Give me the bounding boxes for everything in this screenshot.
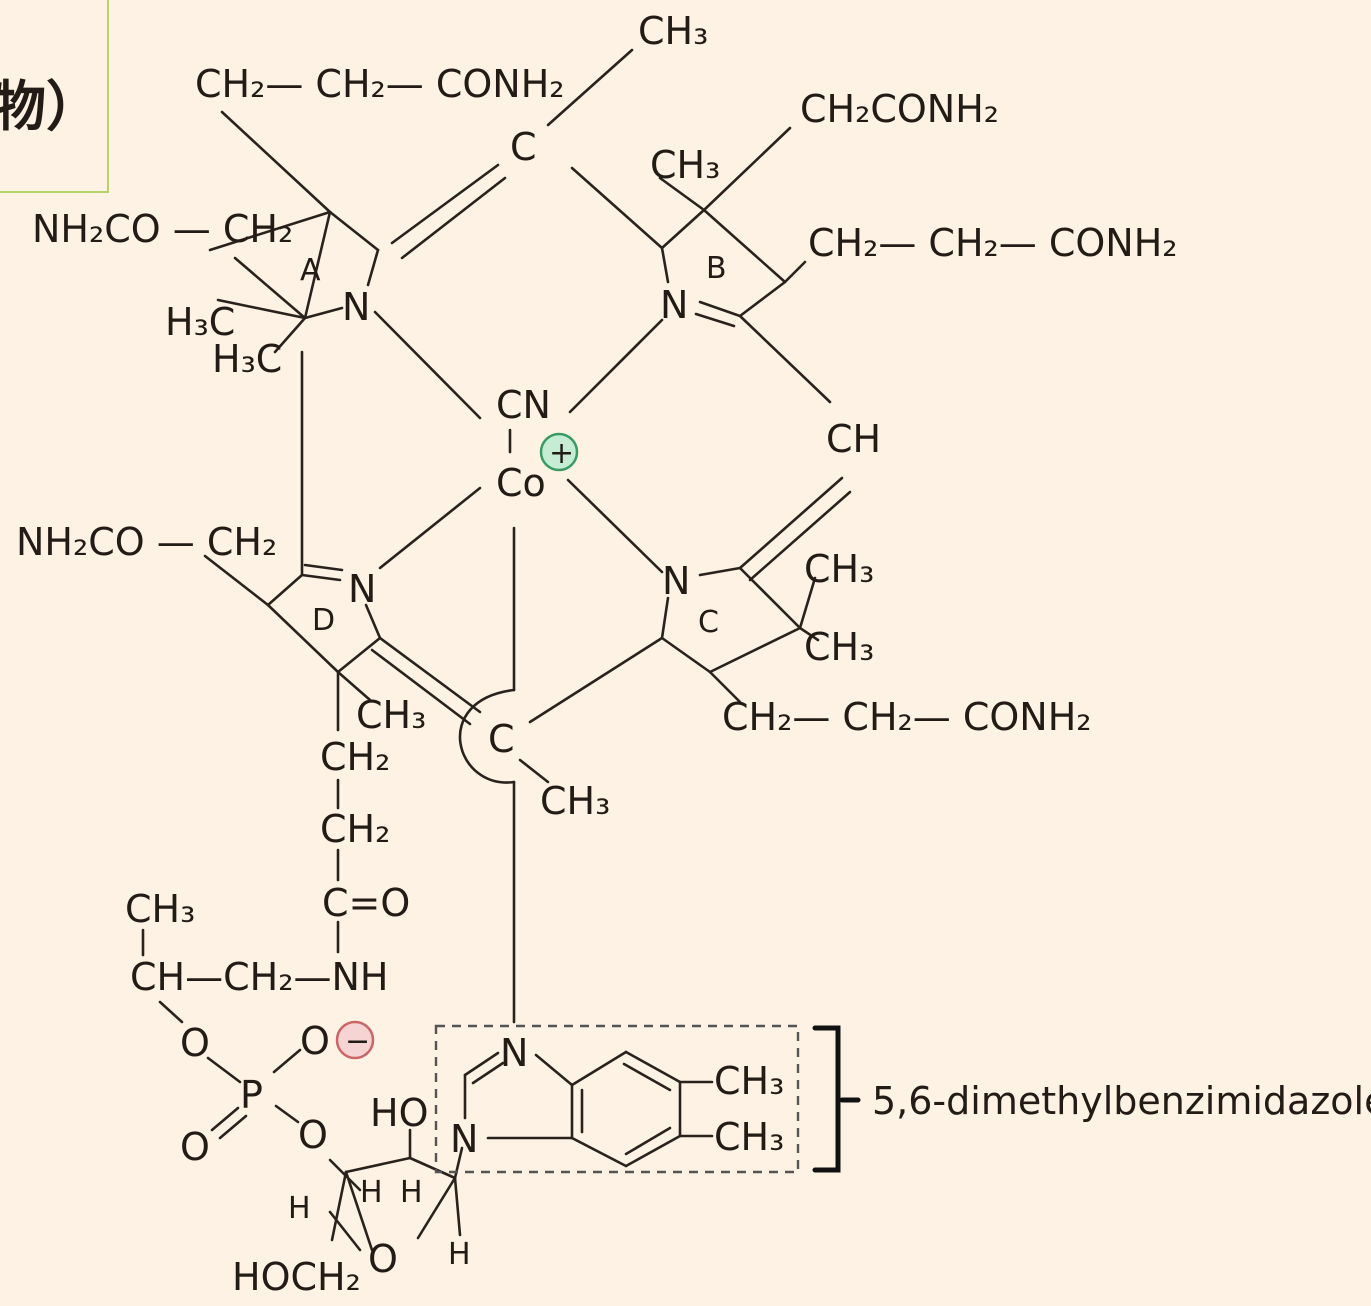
title-fragment: 物） bbox=[0, 75, 100, 138]
label-ch3-bottom: CH₃ bbox=[540, 779, 610, 823]
label-ch3-top: CH₃ bbox=[638, 9, 708, 53]
label-n-a: N bbox=[342, 285, 370, 329]
label-n-bzim-top: N bbox=[500, 1031, 528, 1075]
label-h-3: H bbox=[288, 1191, 311, 1226]
title-box bbox=[0, 0, 109, 193]
positive-charge-circle bbox=[539, 432, 579, 472]
negative-charge-circle bbox=[335, 1020, 375, 1060]
label-o-ring-link: O bbox=[298, 1113, 328, 1157]
label-h-1: H bbox=[360, 1175, 383, 1210]
label-n-bzim-left: N bbox=[450, 1117, 478, 1161]
label-chain-a-top: CH₂— CH₂— CONH₂ bbox=[195, 62, 565, 106]
benzimidazole-ring bbox=[434, 1024, 861, 1174]
label-plus: + bbox=[549, 436, 574, 471]
label-p: P bbox=[240, 1073, 263, 1117]
label-h-2: H bbox=[400, 1175, 423, 1210]
label-ch2-1: CH₂ bbox=[320, 735, 390, 779]
label-o-sugar: O bbox=[368, 1237, 398, 1281]
label-nh2co-d: NH₂CO — CH₂ bbox=[16, 520, 277, 564]
label-ch-right: CH bbox=[826, 417, 881, 461]
atom-labels: CH₃ CH₂— CH₂— CONH₂ C CH₂CONH₂ CH₃ CH₂— … bbox=[16, 9, 1371, 1299]
label-o-ester: O bbox=[180, 1021, 210, 1065]
label-ch3-c1: CH₃ bbox=[804, 547, 874, 591]
bond-lines bbox=[141, 48, 852, 1252]
label-compound: 5,6-dimethylbenzimidazole bbox=[872, 1079, 1371, 1123]
label-ch3-left: CH₃ bbox=[125, 887, 195, 931]
label-ring-c: C bbox=[698, 605, 719, 640]
label-n-c: N bbox=[662, 559, 690, 603]
label-chain-c: CH₂— CH₂— CONH₂ bbox=[722, 695, 1092, 739]
label-ch3-c2: CH₃ bbox=[804, 625, 874, 669]
label-cn: CN bbox=[496, 383, 551, 427]
label-nh2co-a: NH₂CO — CH₂ bbox=[32, 207, 293, 251]
benzimidazole-dashed-box bbox=[434, 1024, 800, 1174]
label-o-double: O bbox=[180, 1125, 210, 1169]
label-ch3-bz1: CH₃ bbox=[714, 1059, 784, 1103]
label-h3c-a2: H₃C bbox=[212, 337, 282, 381]
label-chain-b: CH₂— CH₂— CONH₂ bbox=[808, 221, 1178, 265]
label-n-d: N bbox=[348, 567, 376, 611]
label-hoch2: HOCH₂ bbox=[232, 1255, 361, 1299]
label-ring-a: A bbox=[300, 253, 321, 288]
label-co: Co bbox=[496, 461, 546, 505]
label-h-4: H bbox=[448, 1237, 471, 1272]
label-minus: − bbox=[345, 1024, 370, 1059]
label-c-bottom: C bbox=[488, 717, 515, 761]
label-ch2-2: CH₂ bbox=[320, 807, 390, 851]
label-ch-ch2-nh: CH—CH₂—NH bbox=[130, 955, 388, 999]
label-ring-b: B bbox=[706, 251, 727, 286]
label-ch3-d: CH₃ bbox=[356, 693, 426, 737]
label-o-minus: O bbox=[300, 1019, 330, 1063]
label-h3c-a1: H₃C bbox=[165, 300, 235, 344]
label-c-eq-o: C=O bbox=[322, 881, 410, 925]
label-ho: HO bbox=[370, 1091, 428, 1135]
label-ch2conh2-b: CH₂CONH₂ bbox=[800, 87, 999, 131]
label-ch3-b: CH₃ bbox=[650, 143, 720, 187]
label-ch3-bz2: CH₃ bbox=[714, 1115, 784, 1159]
label-ring-d: D bbox=[312, 603, 335, 638]
benzimidazole-bracket bbox=[812, 1025, 841, 1173]
label-c-top: C bbox=[510, 125, 537, 169]
label-n-b: N bbox=[660, 283, 688, 327]
